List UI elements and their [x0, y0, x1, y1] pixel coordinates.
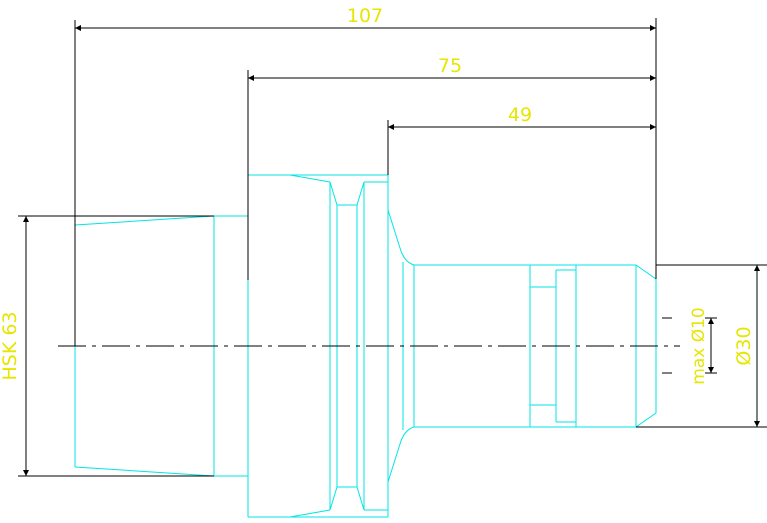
dim-text-hsk: HSK 63	[0, 311, 21, 380]
dim-text-107: 107	[347, 5, 383, 27]
shank	[414, 264, 657, 428]
dim-text-d30: Ø30	[733, 326, 755, 365]
dim-text-75: 75	[438, 55, 462, 77]
dim-text-max-d10: max Ø10	[689, 307, 709, 384]
dim-text-49: 49	[508, 104, 532, 126]
dimension-texts: 107 75 49 HSK 63 Ø30 max Ø10	[0, 5, 755, 385]
dimension-lines	[18, 18, 767, 477]
